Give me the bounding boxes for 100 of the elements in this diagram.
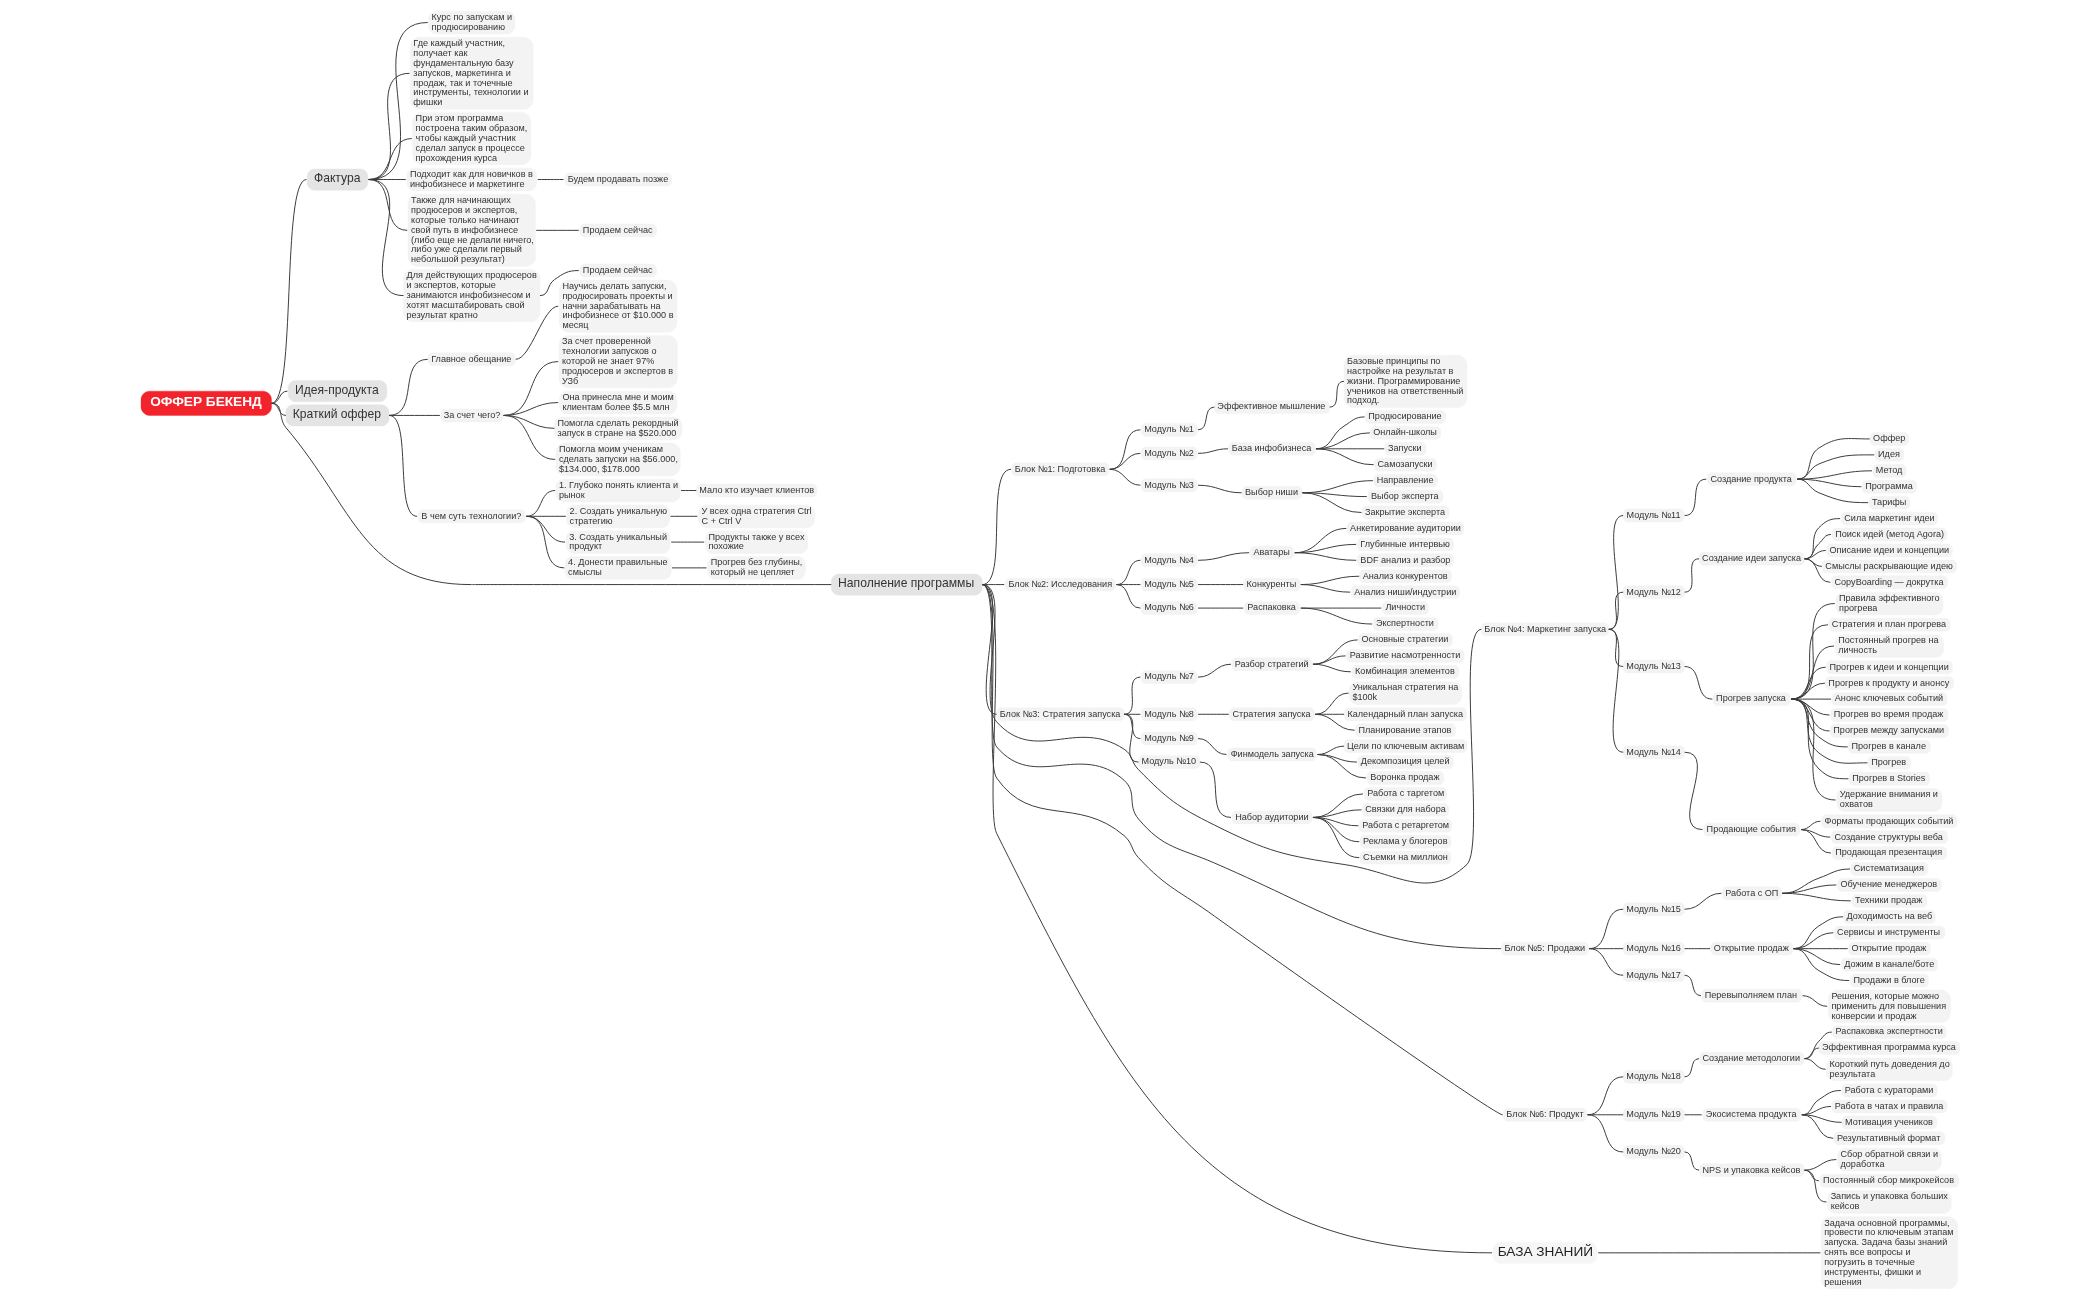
node-box: Модуль №8	[1140, 707, 1197, 721]
connector	[1803, 1169, 1827, 1203]
node-box: Модуль №18	[1622, 1070, 1685, 1084]
node-box: Открытие продаж	[1710, 942, 1793, 956]
node-box: Мало кто изучает клиентов	[695, 483, 817, 498]
node-box: Будем продавать позже	[563, 172, 672, 187]
node-box: Модуль №6	[1140, 601, 1197, 615]
node-box: Краткий оффер	[285, 404, 389, 427]
connector	[270, 390, 288, 404]
node-box: Мотивация учеников	[1841, 1115, 1937, 1129]
connector	[1790, 698, 1836, 801]
node-box: Постоянный сбор микрокейсов	[1819, 1174, 1959, 1188]
node-box: Блок №2: Исследования	[1004, 577, 1116, 592]
connector	[1790, 645, 1835, 700]
node-box: Съемки на миллион	[1359, 851, 1451, 865]
connector	[1315, 448, 1374, 466]
connector	[1803, 558, 1831, 583]
node-box: CopyBoarding — докрутка	[1830, 575, 1948, 589]
node-box: Постоянный прогрев на личность	[1834, 634, 1944, 658]
node-box: Работа с таргетом	[1363, 787, 1447, 801]
connector	[1790, 698, 1868, 764]
node-box: Модуль №13	[1622, 659, 1685, 674]
node-box: Модуль №2	[1140, 446, 1197, 460]
connector	[1683, 1114, 1702, 1116]
node-box: Комбинация элементов	[1351, 665, 1459, 679]
node-box: Базовые принципы по настройке на результат в жизни. Программирование учеников на ответственный подход.	[1343, 354, 1467, 408]
connector	[1299, 607, 1382, 609]
connector	[1790, 698, 1848, 748]
node-box: Перевыполняем план	[1701, 989, 1802, 1003]
connector	[1683, 974, 1701, 997]
node-box: Модуль №12	[1622, 585, 1685, 599]
connector	[270, 179, 307, 404]
node-box: Создание продукта	[1706, 472, 1796, 486]
node-box: Курс по запускам и продюсированию	[427, 10, 515, 35]
node-box: При этом программа построена таким образом, чтобы каждый участник сделал запуск в процессе прохождения курса	[411, 112, 531, 165]
node-box: Прогрев к идеи и концепции	[1825, 660, 1953, 674]
node-box: Подходит как для новичков в инфобизнесе и маркетинге	[406, 167, 537, 192]
node-box: Блок №3: Стратегия запуска	[995, 707, 1124, 721]
node-box: Глубинные интервью	[1356, 537, 1454, 551]
node-box: Смыслы раскрывающие идею	[1821, 559, 1957, 573]
node-box: Финмодель запуска	[1226, 747, 1317, 762]
node-box: Оффер	[1869, 432, 1909, 446]
connector	[1683, 892, 1722, 910]
connector	[535, 229, 579, 231]
node-box: Программа	[1861, 480, 1917, 494]
node-box: Эффективное мышление	[1213, 400, 1330, 414]
node-box: Открытие продаж	[1847, 942, 1931, 956]
node-box: Модуль №4	[1140, 553, 1197, 567]
connector	[1607, 515, 1624, 630]
node-box: Работа в чатах и правила	[1831, 1099, 1947, 1114]
node-box: Конкуренты	[1242, 577, 1301, 592]
connector	[1801, 995, 1828, 1007]
node-box: Сила маркетинг идеи	[1840, 511, 1938, 526]
node-box: Блок №4: Маркетинг запуска	[1480, 622, 1609, 636]
node-box: Создание методологии	[1698, 1052, 1804, 1066]
node-box: Продукты также у всех похожие	[704, 530, 808, 554]
node-box: Удержание внимания и охватов	[1836, 788, 1942, 812]
node-box: 2. Создать уникальную стратегию	[565, 504, 670, 528]
node-box: В чем суть технологии?	[417, 509, 525, 523]
node-box: Модуль №3	[1140, 478, 1197, 492]
node-box: Уникальная стратегия на $100k	[1348, 681, 1462, 705]
connector	[1790, 698, 1831, 700]
connector	[1108, 468, 1141, 486]
connector	[1197, 738, 1227, 755]
connector	[1683, 478, 1707, 517]
node-box: За счет чего?	[439, 408, 503, 423]
connector	[1328, 380, 1345, 408]
connector	[1197, 607, 1244, 609]
node-box: Главное обещание	[427, 352, 516, 366]
connector	[1197, 552, 1250, 561]
connector	[1311, 639, 1358, 665]
node-box: Модуль №17	[1622, 968, 1685, 982]
node-box: Прогрев без глубины, который не цепляет	[706, 556, 806, 580]
connector	[1790, 698, 1830, 732]
connector	[1683, 1058, 1700, 1078]
node-box: Помогла моим ученикам сделать запуски на $56.000, $134.000, $178.000	[555, 442, 681, 476]
node-box: Метод	[1872, 464, 1906, 478]
node-box: NPS и упаковка кейсов	[1698, 1163, 1804, 1177]
node-box: Модуль №15	[1622, 902, 1685, 916]
node-box: Описание идеи и концепции	[1825, 543, 1953, 558]
node-box: Техники продаж	[1851, 894, 1927, 908]
connector	[1796, 438, 1870, 480]
connector	[1800, 829, 1831, 854]
node-box: Модуль №14	[1622, 745, 1685, 759]
node-box: Основные стратегии	[1357, 633, 1453, 647]
node-box: Обучение менеджеров	[1836, 878, 1942, 892]
connector	[1197, 484, 1242, 494]
node-box: Создание структуры веба	[1830, 830, 1948, 844]
node-box: Анализ конкурентов	[1358, 569, 1452, 583]
node-box: Распаковка экспертности	[1831, 1025, 1946, 1039]
connector	[669, 515, 698, 517]
node-box: Блок №6: Продукт	[1502, 1108, 1587, 1122]
node-box: Дожим в канале/боте	[1840, 957, 1938, 972]
node-box: Планирование этапов	[1354, 723, 1456, 737]
node-box: 3. Создать уникальный продукт	[565, 530, 670, 554]
connector	[1316, 754, 1367, 779]
node-box: Модуль №19	[1622, 1108, 1685, 1122]
node-box: Анализ ниши/индустрии	[1350, 585, 1460, 599]
node-box: Результативный формат	[1833, 1131, 1945, 1145]
node-box: Продаем сейчас	[579, 263, 657, 278]
